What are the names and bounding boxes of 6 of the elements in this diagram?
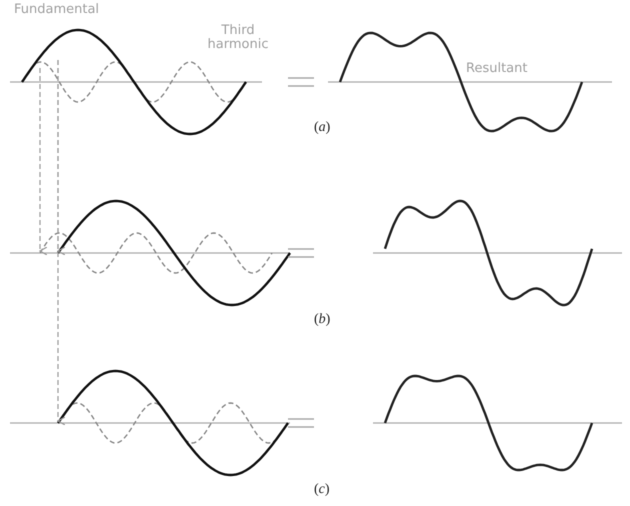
panel-label: (a)	[314, 120, 330, 136]
wave-label: Fundamental	[14, 3, 100, 17]
wave-label: Third harmonic	[206, 24, 270, 52]
wave-label: Resultant	[466, 62, 528, 76]
panel-label: (b)	[314, 312, 330, 328]
panel-label: (c)	[314, 482, 330, 498]
